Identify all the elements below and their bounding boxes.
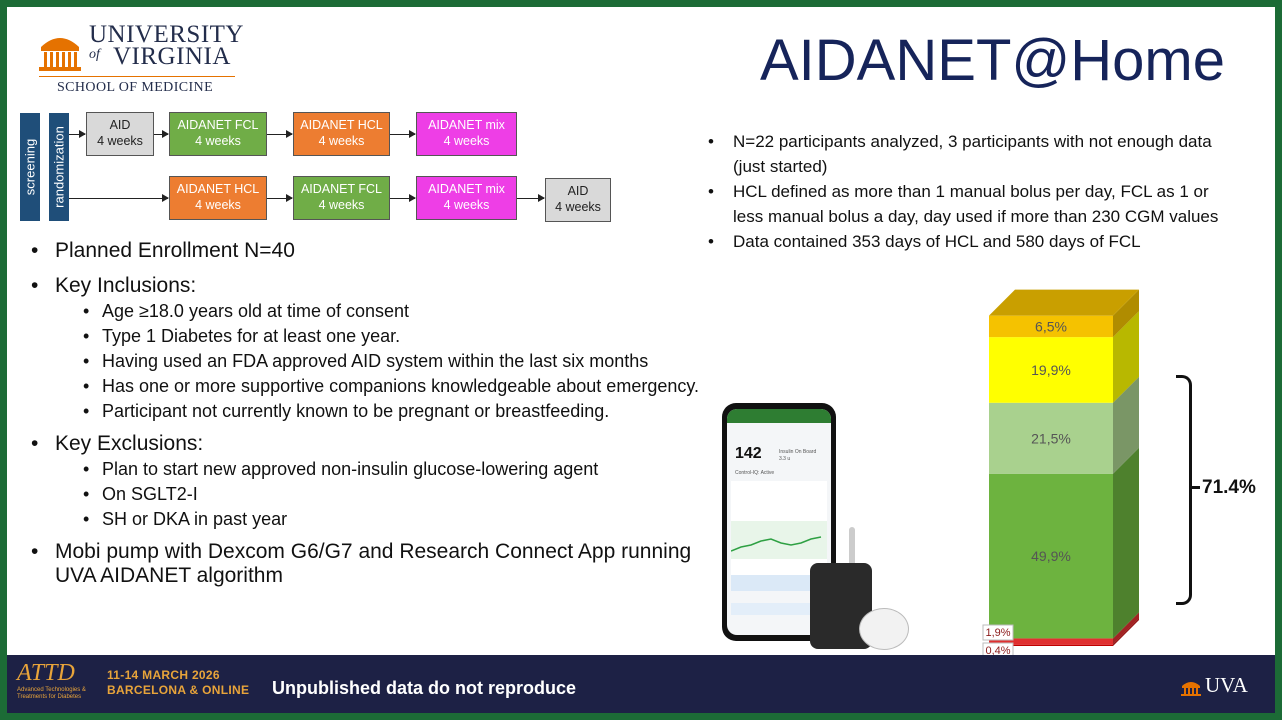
bracket-tick [1190, 486, 1200, 489]
bullet-inclusions: Key Inclusions: Age ≥18.0 years old at t… [27, 274, 727, 421]
conference-location: BARCELONA & ONLINE [107, 683, 250, 697]
attd-logo-text: ATTD [17, 660, 75, 686]
bar-label-5: 6,5% [1035, 318, 1067, 334]
inclusion-item: Has one or more supportive companions kn… [55, 377, 727, 397]
bar-top-face [989, 289, 1139, 316]
inclusion-item: Age ≥18.0 years old at time of consent [55, 302, 727, 322]
bar-label-1: 1,9% [985, 627, 1010, 639]
phone-status: Control-IQ: Active [735, 470, 775, 476]
pump-cartridge-image [849, 527, 855, 569]
cgm-sensor-image [859, 608, 909, 650]
flow-arrow [517, 194, 545, 202]
bar-label-4: 19,9% [1031, 362, 1071, 378]
screening-tab: screening [20, 113, 40, 221]
inclusion-item: Having used an FDA approved AID system w… [55, 352, 727, 372]
footer-banner: ATTD Advanced Technologies & Treatments … [7, 655, 1275, 713]
left-bullet-list: Planned Enrollment N=40 Key Inclusions: … [27, 239, 727, 599]
bar-label-0: 0,4% [985, 645, 1010, 655]
logo-virginia: VIRGINIA [113, 43, 231, 70]
phone-bolus-bar [731, 603, 827, 615]
small-label-box-0 [982, 642, 1014, 655]
bar-segment-2 [989, 473, 1113, 639]
slide-title: AIDANET@Home [760, 28, 1225, 93]
flow-arrow [69, 194, 169, 202]
flow-arrow [154, 130, 169, 138]
bracket-71-4 [1176, 375, 1192, 605]
right-bullet: N=22 participants analyzed, 3 participan… [702, 129, 1222, 179]
phone-iob-value: 3.3 u [779, 456, 791, 462]
unpublished-notice: Unpublished data do not reproduce [272, 678, 577, 698]
randomization-tab: randomization [49, 113, 69, 221]
flow-arrow [267, 130, 293, 138]
bullet-enrollment: Planned Enrollment N=40 [27, 239, 727, 263]
right-bullet: HCL defined as more than 1 manual bolus … [702, 179, 1222, 229]
randomization-label: randomization [51, 126, 67, 208]
conference-info: 11-14 MARCH 2026 BARCELONA & ONLINE [107, 668, 249, 698]
flow-arrow [390, 130, 416, 138]
exclusion-item: Plan to start new approved non-insulin g… [55, 460, 727, 480]
logo-university: UNIVERSITY [89, 21, 244, 48]
bar-label-3: 21,5% [1031, 430, 1071, 446]
conference-dates: 11-14 MARCH 2026 [107, 668, 220, 682]
bar-segment-side-1 [1113, 612, 1139, 645]
bullet-exclusions: Key Exclusions: Plan to start new approv… [27, 432, 727, 529]
bar-segment-side-0 [1113, 618, 1139, 646]
attd-logo: ATTD Advanced Technologies & Treatments … [17, 660, 109, 706]
tir-stacked-bar-chart: 0,4% 1,9% 49,9% 21,5% 19,9% 6,5% [982, 289, 1139, 655]
bar-segment-5 [989, 315, 1113, 338]
inclusions-list: Age ≥18.0 years old at time of consent T… [55, 302, 727, 422]
bar-segment-1 [989, 638, 1113, 645]
bar-segment-side-2 [1113, 447, 1139, 639]
exclusions-list: Plan to start new approved non-insulin g… [55, 460, 727, 530]
bar-label-2: 49,9% [1031, 548, 1071, 564]
slide: UNIVERSITY of VIRGINIA SCHOOL OF MEDICIN… [7, 7, 1275, 655]
exclusion-item: SH or DKA in past year [55, 510, 727, 530]
screening-label: screening [22, 138, 38, 196]
bar-segment-side-5 [1113, 289, 1139, 338]
rotunda-icon [39, 38, 81, 71]
inclusion-item: Type 1 Diabetes for at least one year. [55, 327, 727, 347]
uva-footer-logo: UVA [1181, 673, 1248, 698]
bar-segment-side-3 [1113, 376, 1139, 474]
flow-arrow [390, 194, 416, 202]
uva-footer-text: UVA [1205, 673, 1248, 697]
logo-of: of [89, 47, 100, 62]
exclusions-title: Key Exclusions: [55, 432, 204, 455]
bar-segment-0 [989, 644, 1113, 646]
right-bullet-list: N=22 participants analyzed, 3 participan… [702, 129, 1222, 254]
inclusion-item: Participant not currently known to be pr… [55, 402, 727, 422]
right-bullet: Data contained 353 days of HCL and 580 d… [702, 229, 1222, 254]
uva-som-logo: UNIVERSITY of VIRGINIA SCHOOL OF MEDICIN… [35, 21, 244, 105]
bar-segment-4 [989, 337, 1113, 403]
logo-school: SCHOOL OF MEDICINE [57, 80, 214, 95]
flow-arrow [267, 194, 293, 202]
phone-iob-label: Insulin On Board [779, 449, 817, 455]
logo-divider [39, 76, 235, 77]
attd-logo-subtitle: Advanced Technologies & Treatments for D… [17, 687, 86, 700]
bracket-label: 71.4% [1202, 477, 1256, 498]
phone-glucose: 142 [735, 445, 762, 462]
small-label-box-1 [982, 624, 1014, 641]
flow-arrow [69, 130, 86, 138]
exclusion-item: On SGLT2-I [55, 485, 727, 505]
rotunda-icon [1181, 682, 1201, 697]
bullet-device: Mobi pump with Dexcom G6/G7 and Research… [27, 540, 727, 588]
bar-segment-side-4 [1113, 311, 1139, 403]
inclusions-title: Key Inclusions: [55, 274, 197, 297]
bar-segment-3 [989, 402, 1113, 474]
phone-status-bar [727, 409, 831, 423]
